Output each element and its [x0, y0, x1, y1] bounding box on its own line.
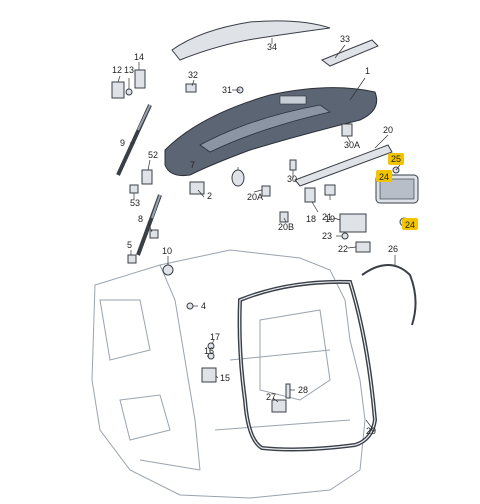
- part-53-bracket: [129, 184, 139, 194]
- callout-30a: 30A: [344, 140, 360, 150]
- callout-34: 34: [267, 42, 277, 52]
- highlight-24-upper: [376, 170, 392, 182]
- callout-labels: 1 2 4 5 7 8 9 10 12 13 14 15 16 17 18 19…: [112, 34, 415, 436]
- part-22-cover: [355, 241, 371, 253]
- part-18-switch-2: [324, 184, 336, 196]
- part-29-seal: [237, 279, 378, 452]
- part-21-striker: [339, 213, 367, 233]
- callout-32: 32: [188, 70, 198, 80]
- callout-31: 31: [222, 85, 232, 95]
- callout-24-upper: 24: [379, 172, 389, 182]
- callout-21: 21: [322, 212, 332, 222]
- part-14-bracket: [134, 69, 146, 89]
- part-18-switch: [304, 187, 316, 203]
- callout-30: 30: [287, 174, 297, 184]
- callout-20a: 20A: [247, 192, 263, 202]
- callout-22: 22: [338, 244, 348, 254]
- part-20b-buffer: [279, 211, 289, 223]
- part-30-handle-bolt: [289, 159, 297, 171]
- callout-14: 14: [134, 52, 144, 62]
- callout-17: 17: [210, 332, 220, 342]
- part-20a-buffer: [261, 185, 271, 197]
- callout-8: 8: [138, 214, 143, 224]
- callout-20b: 20B: [278, 222, 294, 232]
- part-32-cover: [185, 83, 197, 93]
- part-8-bushing: [149, 229, 159, 239]
- callout-4: 4: [201, 301, 206, 311]
- callout-28: 28: [298, 385, 308, 395]
- part-23-screw: [341, 232, 349, 240]
- leader-lines: [117, 38, 410, 429]
- part-33-trim-strip: [320, 39, 379, 67]
- callout-12: 12: [112, 65, 122, 75]
- callout-9: 9: [120, 138, 125, 148]
- callout-25: 25: [391, 154, 401, 164]
- callout-15: 15: [220, 373, 230, 383]
- part-1-tailgate: [164, 87, 378, 176]
- callout-52: 52: [148, 150, 158, 160]
- callout-10: 10: [162, 246, 172, 256]
- part-17-clip: [207, 342, 215, 350]
- callout-5: 5: [127, 240, 132, 250]
- callout-26: 26: [388, 244, 398, 254]
- callout-29: 29: [366, 426, 376, 436]
- highlight-24-lower: [402, 218, 418, 230]
- callout-27: 27: [266, 392, 276, 402]
- callout-53: 53: [130, 198, 140, 208]
- callout-23: 23: [322, 231, 332, 241]
- callout-13: 13: [124, 65, 134, 75]
- part-34-spoiler: [171, 20, 331, 61]
- part-10-grommet: [162, 264, 174, 276]
- part-9-gas-strut: [116, 104, 152, 176]
- car-body-outline: [91, 249, 366, 499]
- callout-33: 33: [340, 34, 350, 44]
- part-4-clip: [186, 302, 194, 310]
- highlight-25: [388, 153, 404, 165]
- part-19-buffer: [231, 169, 245, 187]
- part-30a-stop: [341, 123, 353, 137]
- part-26-cable: [361, 264, 417, 326]
- callout-16: 16: [204, 346, 214, 356]
- part-52-bracket: [141, 169, 153, 185]
- callout-19: 19: [325, 214, 335, 224]
- part-2-hinge: [189, 181, 205, 195]
- callout-1: 1: [365, 66, 370, 76]
- part-5-pin: [127, 254, 137, 264]
- callout-7: 7: [190, 160, 195, 170]
- part-20-handle-strip: [294, 144, 393, 187]
- callout-24-lower: 24: [405, 220, 415, 230]
- callout-2: 2: [207, 191, 212, 201]
- part-15-latch: [201, 367, 217, 383]
- callout-18: 18: [306, 214, 316, 224]
- part-27-striker: [271, 399, 287, 413]
- callout-20: 20: [383, 125, 393, 135]
- part-13-nut: [125, 88, 133, 96]
- part-28-bolt: [285, 383, 291, 399]
- part-12-bracket: [111, 81, 125, 99]
